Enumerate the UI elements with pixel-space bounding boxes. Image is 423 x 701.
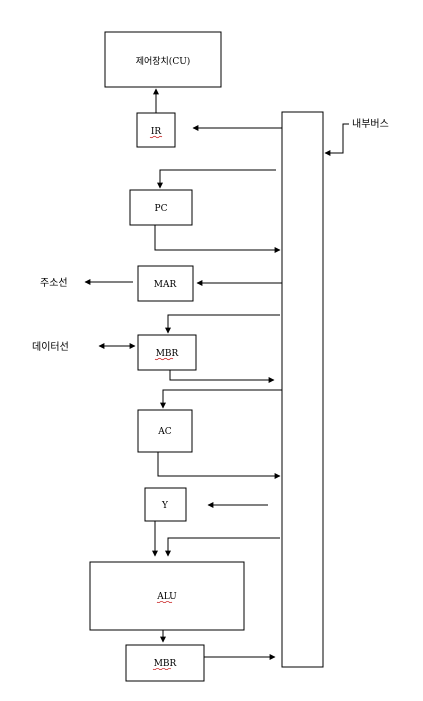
- bus-to-alu-arrow: [165, 537, 280, 557]
- pc-box: [129, 189, 193, 226]
- ir-label: IR: [151, 127, 162, 137]
- ir-box: [136, 112, 176, 148]
- mar-box: [137, 265, 194, 302]
- mbr-bottom-box: [125, 644, 205, 682]
- bus-to-mbr-top-arrow: [165, 314, 280, 334]
- data-line-label: 데이터선: [32, 341, 69, 353]
- y-label: Y: [161, 501, 169, 511]
- mbr-top-box: [137, 334, 197, 371]
- control-unit-label: 제어장치(CU): [136, 55, 191, 67]
- ir-spell-underline: [149, 135, 163, 139]
- control-unit-box: [104, 31, 222, 88]
- y-box: [144, 487, 187, 522]
- address-line-label: 주소선: [40, 277, 68, 289]
- bus-label-arrow: [324, 123, 349, 156]
- mbr-bottom-spell-underline: [152, 667, 172, 671]
- alu-box: [89, 561, 245, 631]
- pc-to-bus-arrow: [154, 225, 281, 253]
- ac-label: AC: [157, 427, 171, 437]
- internal-bus-label: 내부버스: [352, 118, 389, 130]
- mbr-bottom-label: MBR: [154, 659, 177, 669]
- bus-to-pc-arrow: [157, 169, 276, 189]
- ac-box: [137, 409, 193, 453]
- mbr-top-to-bus-arrow: [169, 370, 275, 383]
- alu-spell-underline: [156, 600, 173, 604]
- mbr-top-spell-underline: [154, 357, 174, 361]
- ac-to-bus-arrow: [157, 452, 281, 479]
- internal-bus: [281, 111, 324, 668]
- mar-label: MAR: [154, 280, 177, 290]
- bus-to-ac-arrow: [160, 389, 282, 409]
- pc-label: PC: [155, 204, 168, 214]
- alu-label: ALU: [156, 592, 177, 602]
- mbr-top-label: MBR: [156, 349, 179, 359]
